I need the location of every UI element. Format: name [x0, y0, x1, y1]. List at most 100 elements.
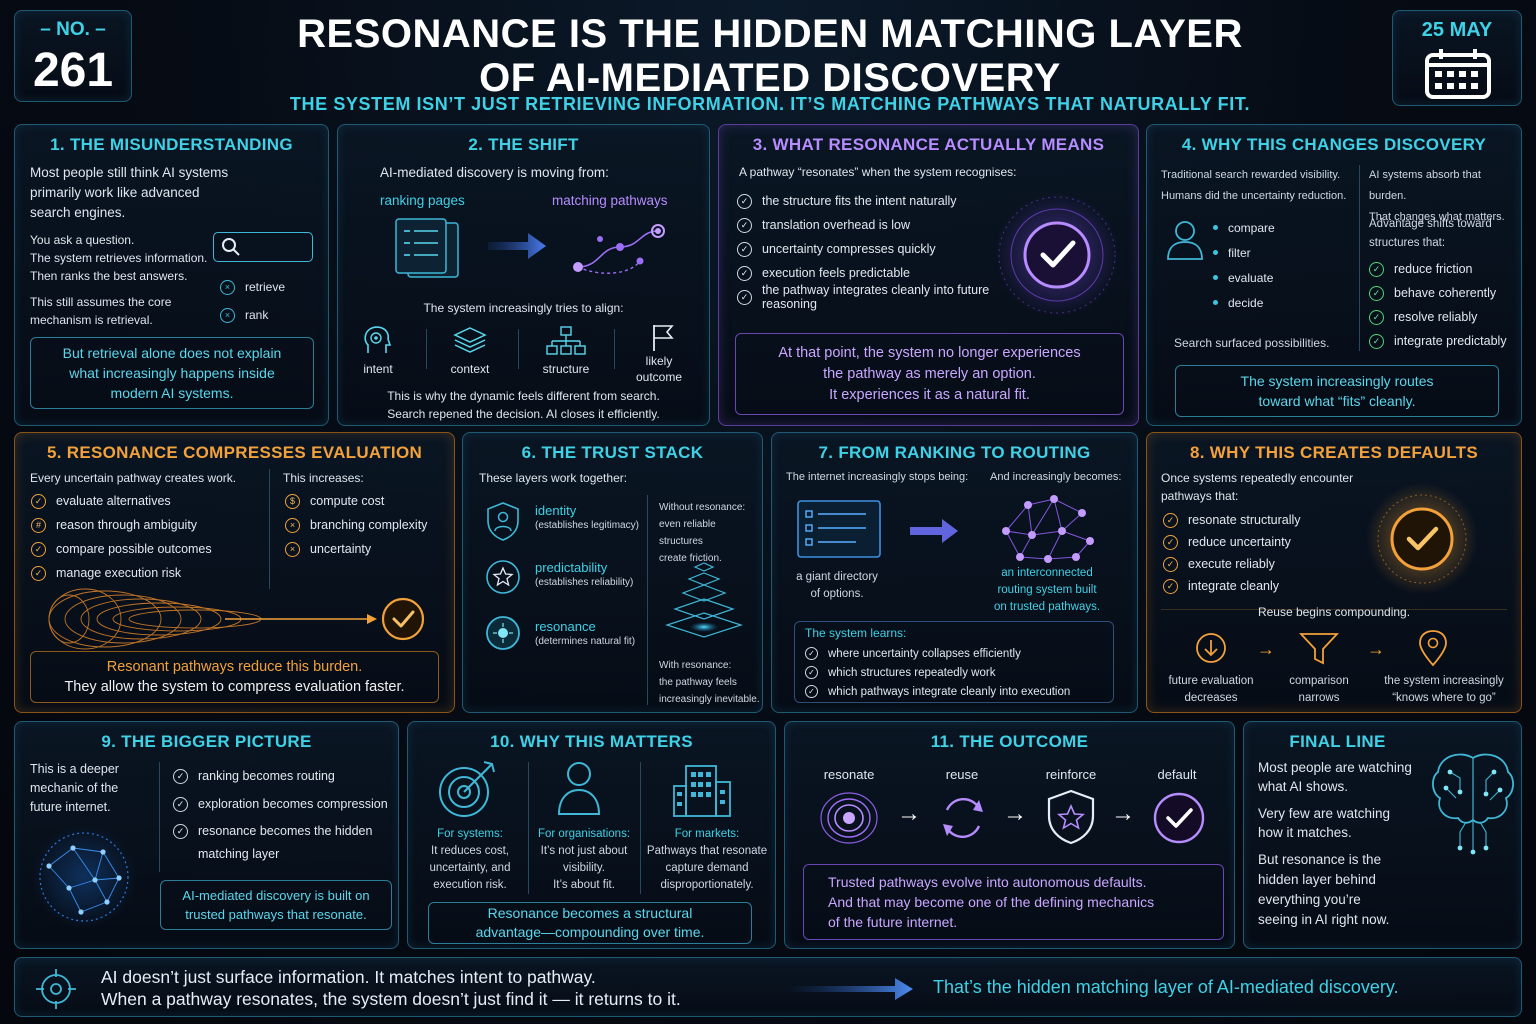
s4-list: ✓reduce friction ✓behave coherently ✓res…	[1369, 257, 1507, 353]
list-item: ✓which structures repeatedly work	[805, 663, 1070, 682]
text-line: a giant directory	[796, 571, 878, 583]
item-label: integrate predictably	[1394, 334, 1507, 348]
s8-list: ✓resonate structurally ✓reduce uncertain…	[1163, 509, 1301, 597]
text-line: seeing in AI right now.	[1258, 912, 1390, 927]
item-label: the pathway integrates cleanly into futu…	[762, 283, 990, 311]
matters-systems: For systems: It reduces cost, uncertaint…	[416, 826, 524, 894]
text-line: primarily work like advanced	[30, 185, 200, 200]
footer-line: AI doesn’t just surface information. It …	[101, 967, 596, 987]
check-icon: ✓	[805, 647, 818, 660]
issue-label: – NO. –	[40, 19, 106, 40]
issue-number: 261	[32, 44, 114, 97]
text-line: structures that:	[1369, 237, 1446, 249]
date-badge: 25 MAY	[1392, 10, 1522, 106]
check-icon: ✓	[737, 289, 752, 305]
callout-line: They allow the system to compress evalua…	[64, 679, 405, 695]
layer-predictability: predictability (establishes reliability)	[535, 560, 633, 591]
text-line: Very few are watching	[1258, 806, 1391, 821]
check-icon: ✓	[31, 493, 46, 509]
item-label: which pathways integrate cleanly into ex…	[828, 685, 1071, 698]
intent-icon	[364, 326, 392, 353]
callout-line: trusted pathways that resonate.	[185, 907, 367, 922]
arrow-right-icon: →	[1257, 639, 1275, 659]
final-p1: Most people are watching what AI shows.	[1258, 758, 1412, 796]
step-label-default: default	[1157, 767, 1197, 782]
layer-resonance: resonance (determines natural fit)	[535, 619, 635, 650]
context-icon	[453, 327, 487, 353]
text-line: routing system built	[997, 584, 1097, 596]
divider	[1359, 165, 1360, 351]
footer-banner: AI doesn’t just surface information. It …	[14, 957, 1522, 1017]
text-line: capture demand	[665, 862, 749, 874]
section-bigger-picture: 9. THE BIGGER PICTURE This is a deeper m…	[14, 721, 399, 949]
s4-callout: The system increasingly routes toward wh…	[1175, 365, 1499, 417]
item-label: ranking becomes routing	[198, 769, 335, 783]
list-item: ✓behave coherently	[1369, 281, 1507, 305]
text-line: everything you’re	[1258, 892, 1361, 907]
arrow-right-icon: →	[897, 800, 921, 827]
s1-callout: But retrieval alone does not explain wha…	[30, 337, 314, 409]
text-line: Humans did the uncertainty reduction.	[1161, 190, 1347, 202]
s5-left-list: ✓evaluate alternatives #reason through a…	[31, 489, 212, 585]
s5-right-list: $compute cost ×branching complexity ×unc…	[285, 489, 427, 561]
text-line: It’s about fit.	[553, 879, 615, 891]
item-label: which structures repeatedly work	[828, 666, 996, 679]
s7-left-caption: a giant directory of options.	[782, 569, 892, 603]
text-line: uncertainty, and	[429, 862, 511, 874]
from-label: ranking pages	[380, 193, 465, 208]
divider	[1161, 609, 1507, 610]
layer-identity: identity (establishes legitimacy)	[535, 503, 639, 534]
s2-align: The system increasingly tries to align:	[423, 301, 624, 315]
s9-callout: AI-mediated discovery is built on truste…	[160, 880, 392, 930]
section-ranking-to-routing: 7. FROM RANKING TO ROUTING The internet …	[771, 432, 1138, 713]
pathways-icon	[573, 224, 665, 274]
callout-line: advantage—compounding over time.	[475, 924, 705, 940]
list-item: ✓integrate predictably	[1369, 329, 1507, 353]
rank-item: × rank	[220, 306, 268, 324]
section-title: FINAL LINE	[1289, 732, 1386, 751]
check-icon: ✓	[1163, 556, 1178, 572]
section-title: 10. WHY THIS MATTERS	[490, 732, 693, 751]
section-resonance-meaning: 3. WHAT RESONANCE ACTUALLY MEANS A pathw…	[718, 124, 1139, 426]
text-line: Once systems repeatedly encounter	[1161, 471, 1354, 485]
text-line: increasingly inevitable.	[659, 694, 760, 705]
list-item: ✓execute reliably	[1163, 553, 1301, 575]
bullet	[1213, 250, 1218, 255]
check-icon: ✓	[173, 796, 188, 812]
callout-line: Trusted pathways evolve into autonomous …	[828, 874, 1147, 890]
item-label: resonance becomes the hidden	[198, 824, 373, 838]
text-line: decreases	[1184, 692, 1238, 704]
text-line: what AI shows.	[1258, 779, 1349, 794]
section-title: 4. WHY THIS CHANGES DISCOVERY	[1181, 135, 1487, 154]
rank-icon: ×	[220, 307, 235, 323]
check-icon: ✓	[1369, 285, 1384, 301]
item-label: exploration becomes compression	[198, 797, 388, 811]
s11-callout: Trusted pathways evolve into autonomous …	[803, 864, 1224, 940]
item-label: matching layer	[198, 847, 280, 861]
list-item: ✓translation overhead is low	[737, 213, 1037, 237]
structure-icon	[546, 326, 586, 355]
s2-footer: This is why the dynamic feels different …	[338, 387, 709, 423]
text-line: how it matches.	[1258, 825, 1352, 840]
text-line: You ask a question.	[30, 233, 135, 247]
issue-badge: – NO. – 261	[14, 10, 132, 102]
icon-label-structure: structure	[542, 362, 590, 376]
check-icon: ✓	[737, 241, 752, 257]
s6-with: With resonance: the pathway feels increa…	[659, 657, 760, 708]
item-label: reduce uncertainty	[1188, 535, 1291, 549]
col-head: For organisations:	[537, 828, 631, 840]
list-item: ✓ exploration becomes compression	[173, 790, 395, 818]
bullet	[1213, 225, 1218, 230]
list-item: ✓resolve reliably	[1369, 305, 1507, 329]
list-item: decide	[1213, 290, 1275, 315]
callout-line: Resonant pathways reduce this burden.	[106, 659, 363, 675]
divider	[647, 495, 648, 705]
cost-icon: $	[285, 493, 300, 509]
footer-text: AI doesn’t just surface information. It …	[101, 966, 681, 1010]
matters-organisations: For organisations: It’s not just about v…	[528, 826, 640, 894]
check-icon: ✓	[31, 541, 46, 557]
item-label: decide	[1228, 295, 1264, 310]
s10-callout: Resonance becomes a structural advantage…	[428, 902, 752, 944]
learns-heading: The system learns:	[805, 626, 907, 640]
person-icon	[1167, 221, 1203, 260]
